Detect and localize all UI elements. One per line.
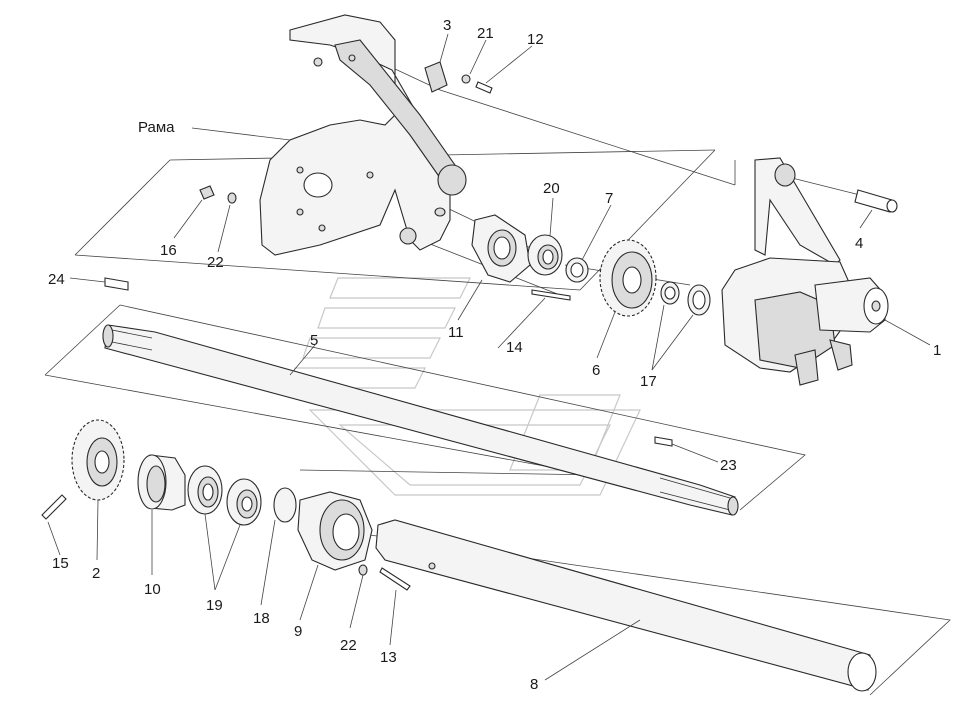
pin-part-4 [854, 189, 898, 213]
bearing-part-20 [527, 234, 563, 276]
label-part-12: 12 [527, 31, 544, 48]
label-part-6: 6 [592, 362, 600, 379]
label-part-2: 2 [92, 565, 100, 582]
label-frame: Рама [138, 119, 175, 136]
ring-part-17b-hole [692, 290, 706, 310]
label-part-7: 7 [605, 190, 613, 207]
plate-part-3 [424, 61, 448, 93]
watermark-logo [287, 277, 641, 496]
ring-part-7-hole [570, 262, 584, 278]
washer-part-21 [461, 74, 471, 84]
label-part-5: 5 [310, 332, 318, 349]
gear-part-6 [599, 239, 657, 317]
label-part-11: 11 [448, 324, 464, 341]
label-part-22-bottom: 22 [340, 637, 357, 654]
label-part-17: 17 [640, 373, 657, 390]
frame-bracket [259, 14, 467, 256]
leader-lines [47, 33, 931, 681]
washer-part-22-bottom [358, 564, 368, 576]
pin-part-13 [379, 567, 411, 591]
label-part-20: 20 [543, 180, 560, 197]
label-part-18: 18 [253, 610, 270, 627]
label-part-13: 13 [380, 649, 397, 666]
label-part-16: 16 [160, 242, 177, 259]
label-part-15: 15 [52, 555, 69, 572]
key-part-24 [104, 277, 129, 291]
pin-part-14 [531, 289, 571, 301]
snap-ring-part-18 [273, 487, 297, 523]
ring-part-17a-hole [664, 286, 676, 300]
washer-part-22-top [227, 192, 237, 204]
label-part-10: 10 [144, 581, 161, 598]
label-part-14: 14 [506, 339, 523, 356]
label-part-9: 9 [294, 623, 302, 640]
bearing-part-19a [187, 465, 223, 515]
label-part-1: 1 [933, 342, 941, 359]
label-part-23: 23 [720, 457, 737, 474]
label-part-22-top: 22 [207, 254, 224, 271]
label-part-21: 21 [477, 25, 494, 42]
bushing-part-10 [137, 454, 186, 511]
label-part-8: 8 [530, 676, 538, 693]
bolt-part-15 [41, 494, 67, 520]
nut-part-16 [199, 185, 215, 200]
label-part-19: 19 [206, 597, 223, 614]
key-part-23 [654, 436, 673, 447]
label-part-24: 24 [48, 271, 65, 288]
housing-part-9 [297, 491, 373, 571]
label-part-3: 3 [443, 17, 451, 34]
tube-part-8 [375, 519, 877, 692]
part-labels: Рама 3 21 12 16 22 11 20 7 14 6 17 4 1 2… [48, 17, 941, 693]
flange-part-11 [471, 214, 531, 283]
shaft-part-5 [102, 324, 739, 516]
label-part-4: 4 [855, 235, 863, 252]
bolt-part-12 [475, 81, 493, 94]
sprocket-part-2 [71, 419, 125, 501]
bearing-part-19b [226, 478, 262, 526]
